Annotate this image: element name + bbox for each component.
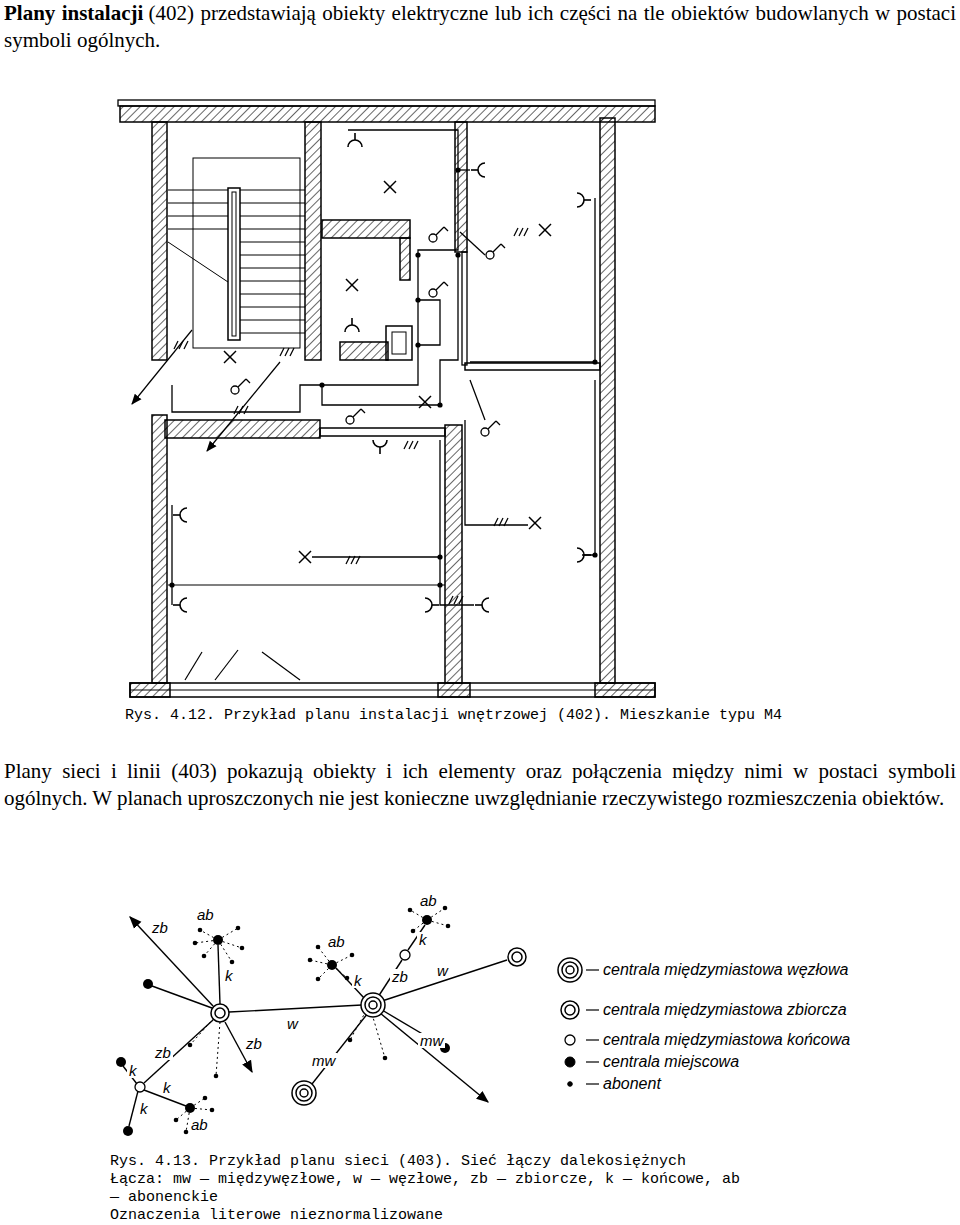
network-plan (116, 906, 599, 1136)
paragraph-lead: Plany instalacji (4, 1, 143, 25)
figure-caption: Rys. 4.12. Przykład planu instalacji wnę… (125, 707, 845, 725)
link-label: mw (310, 1053, 337, 1068)
paragraph-text: Plany sieci i linii (403) pokazują obiek… (4, 758, 956, 812)
figure-caption: Łącza: mw — międzywęzłowe, w — węzłowe, … (110, 1171, 750, 1207)
link-label: zb (153, 1045, 173, 1060)
link-label: ab (195, 907, 216, 922)
figure-caption: Rys. 4.13. Przykład planu sieci (403). S… (110, 1153, 930, 1171)
link-label: zb (390, 969, 410, 984)
link-label: w (285, 1016, 300, 1031)
legend-text: centrala międzymiastowa zbiorcza (603, 1001, 847, 1019)
link-label: ab (189, 1117, 210, 1132)
link-label: zb (150, 920, 170, 935)
link-label: k (138, 1101, 150, 1116)
legend-symbols (558, 958, 599, 1086)
link-label: k (352, 973, 364, 988)
link-label: k (127, 1063, 139, 1078)
link-label: ab (418, 893, 439, 908)
legend-text: centrala miejscowa (603, 1053, 739, 1071)
paragraph-text: (402) przedstawiają obiekty elektryczne … (4, 1, 956, 52)
figure-caption: Oznaczenia literowe nieznormalizowane (110, 1207, 930, 1225)
link-label: k (161, 1080, 173, 1095)
legend-text: abonent (603, 1075, 661, 1093)
link-label: k (223, 968, 235, 983)
paragraph: Plany instalacji(402) przedstawiają obie… (4, 0, 956, 54)
link-label: ab (326, 934, 347, 949)
link-label: w (435, 963, 450, 978)
link-label: k (417, 932, 429, 947)
link-label: zb (244, 1036, 264, 1051)
link-label: mw (418, 1033, 445, 1048)
legend-text: centrala międzymiastowa końcowa (603, 1031, 850, 1049)
legend-text: centrala międzymiastowa węzłowa (603, 961, 848, 979)
floor-plan (118, 100, 655, 697)
